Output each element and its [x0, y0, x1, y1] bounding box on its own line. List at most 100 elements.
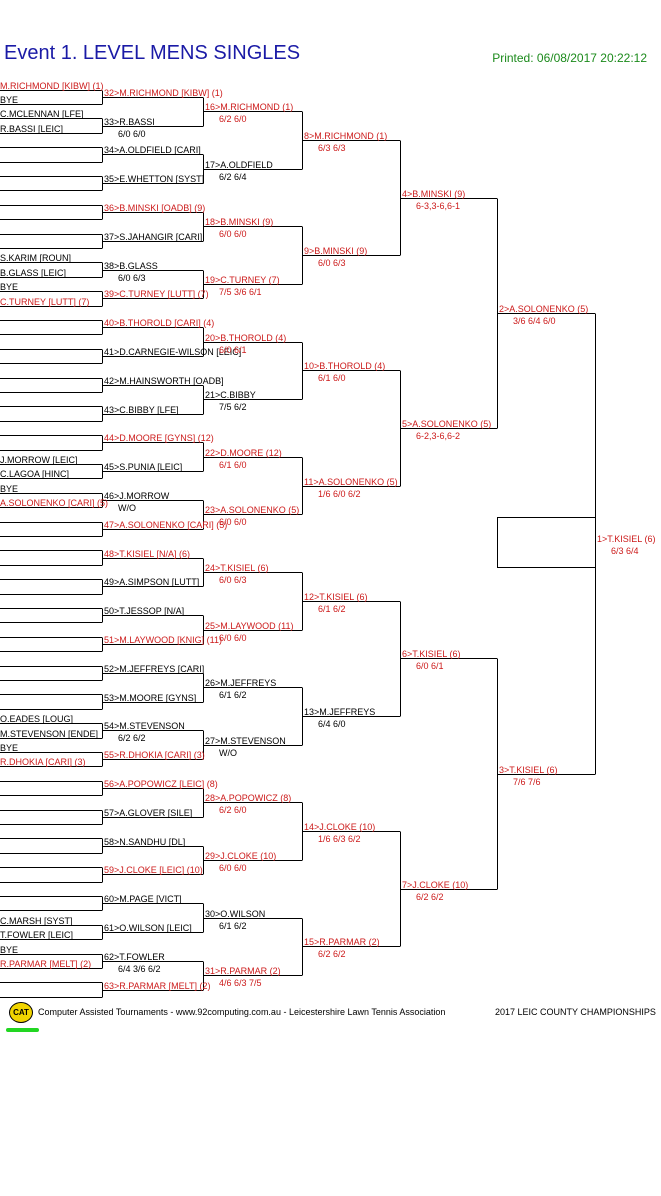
match-winner: 30>O.WILSON [205, 908, 266, 919]
match-score: 6/0 6/0 [219, 228, 247, 239]
match-score: 7/6 7/6 [513, 776, 541, 787]
match-winner: 62>T.FOWLER [104, 951, 165, 962]
match-score: 6/0 6/3 [318, 257, 346, 268]
match-score: 6/3 6/3 [318, 142, 346, 153]
footer-credit: Computer Assisted Tournaments - www.92co… [38, 1007, 446, 1017]
draw-entry: R.BASSI [LEIC] [0, 123, 64, 134]
match-winner: 43>C.BIBBY [LFE] [104, 404, 179, 415]
draw-entry: M.RICHMOND [KIBW] (1) [0, 80, 104, 91]
match-winner: 25>M.LAYWOOD (11) [205, 620, 294, 631]
match-score: 6/1 6/0 [318, 372, 346, 383]
match-winner: 49>A.SIMPSON [LUTT] [104, 576, 200, 587]
draw-entry: M.STEVENSON [ENDE] [0, 728, 99, 739]
match-winner: 14>J.CLOKE (10) [304, 821, 376, 832]
match-winner: 45>S.PUNIA [LEIC] [104, 461, 183, 472]
match-winner: 42>M.HAINSWORTH [OADB] [104, 375, 224, 386]
match-score: 6/0 6/0 [219, 516, 247, 527]
match-winner: 34>A.OLDFIELD [CARI] [104, 144, 201, 155]
match-score: 6/2 6/4 [219, 171, 247, 182]
match-winner: 29>J.CLOKE (10) [205, 850, 277, 861]
match-score: 6-2,3-6,6-2 [416, 430, 461, 441]
draw-entry: S.KARIM [ROUN] [0, 252, 72, 263]
match-winner: 22>D.MOORE (12) [205, 447, 282, 458]
match-winner: 44>D.MOORE [GYNS] (12) [104, 432, 214, 443]
match-score: 6-3,3-6,6-1 [416, 200, 461, 211]
page-footer: CAT Computer Assisted Tournaments - www.… [0, 1000, 661, 1040]
match-score: 7/5 6/2 [219, 401, 247, 412]
match-score: 6/4 3/6 6/2 [118, 963, 161, 974]
draw-entry: A.SOLONENKO [CARI] (5) [0, 497, 109, 508]
match-winner: 56>A.POPOWICZ [LEIC] (8) [104, 778, 218, 789]
match-winner: 23>A.SOLONENKO (5) [205, 504, 300, 515]
match-winner: 2>A.SOLONENKO (5) [499, 303, 589, 314]
match-score: 6/0 6/1 [219, 344, 247, 355]
draw-entry: O.EADES [LOUG] [0, 713, 74, 724]
match-winner: 33>R.BASSI [104, 116, 155, 127]
draw-entry: C.TURNEY [LUTT] (7) [0, 296, 90, 307]
match-score: W/O [118, 502, 136, 513]
match-winner: 57>A.GLOVER [SILE] [104, 807, 193, 818]
draw-entry: R.DHOKIA [CARI] (3) [0, 756, 86, 767]
match-winner: 20>B.THOROLD (4) [205, 332, 287, 343]
match-winner: 48>T.KISIEL [N/A] (6) [104, 548, 190, 559]
logo-underline [6, 1028, 39, 1032]
match-winner: 26>M.JEFFREYS [205, 677, 277, 688]
match-winner: 40>B.THOROLD [CARI] (4) [104, 317, 215, 328]
draw-entry: BYE [0, 742, 19, 753]
match-winner: 54>M.STEVENSON [104, 720, 185, 731]
match-score: 6/2 6/2 [318, 948, 346, 959]
match-score: 6/1 6/2 [219, 689, 247, 700]
match-winner: 58>N.SANDHU [DL] [104, 836, 186, 847]
match-score: 6/0 6/0 [219, 632, 247, 643]
match-winner: 18>B.MINSKI (9) [205, 216, 274, 227]
match-score: 6/0 6/3 [118, 272, 146, 283]
match-score: 6/1 6/2 [219, 920, 247, 931]
match-winner: 11>A.SOLONENKO (5) [304, 476, 398, 487]
match-winner: 1>T.KISIEL (6) [597, 533, 656, 544]
match-winner: 41>D.CARNEGIE-WILSON [LEIC] [104, 346, 242, 357]
match-winner: 37>S.JAHANGIR [CARI] [104, 231, 203, 242]
draw-entry: C.MARSH [SYST] [0, 915, 73, 926]
match-score: 1/6 6/0 6/2 [318, 488, 361, 499]
cat-logo-icon[interactable]: CAT [9, 1002, 33, 1023]
match-score: 6/1 6/2 [318, 603, 346, 614]
match-winner: 21>C.BIBBY [205, 389, 256, 400]
match-winner: 39>C.TURNEY [LUTT] (7) [104, 288, 209, 299]
draw-entry: R.PARMAR [MELT] (2) [0, 958, 92, 969]
match-score: 6/2 6/2 [118, 732, 146, 743]
match-winner: 47>A.SOLONENKO [CARI] (5) [104, 519, 228, 530]
match-winner: 53>M.MOORE [GYNS] [104, 692, 197, 703]
printed-timestamp: Printed: 06/08/2017 20:22:12 [492, 51, 647, 65]
match-winner: 19>C.TURNEY (7) [205, 274, 280, 285]
match-winner: 28>A.POPOWICZ (8) [205, 792, 292, 803]
match-winner: 13>M.JEFFREYS [304, 706, 376, 717]
match-winner: 16>M.RICHMOND (1) [205, 101, 294, 112]
match-score: 6/2 6/0 [219, 804, 247, 815]
match-winner: 50>T.JESSOP [N/A] [104, 605, 185, 616]
match-winner: 10>B.THOROLD (4) [304, 360, 386, 371]
match-winner: 63>R.PARMAR [MELT] (2) [104, 980, 211, 991]
match-score: 6/4 6/0 [318, 718, 346, 729]
footer-event-name: 2017 LEIC COUNTY CHAMPIONSHIPS [495, 1007, 656, 1017]
match-winner: 60>M.PAGE [VICT] [104, 893, 182, 904]
match-winner: 36>B.MINSKI [OADB] (9) [104, 202, 206, 213]
match-winner: 61>O.WILSON [LEIC] [104, 922, 192, 933]
draw-entry: C.MCLENNAN [LFE] [0, 108, 84, 119]
match-winner: 5>A.SOLONENKO (5) [402, 418, 492, 429]
draw-entry: T.FOWLER [LEIC] [0, 929, 74, 940]
page-title: Event 1. LEVEL MENS SINGLES [4, 42, 301, 64]
match-score: 6/0 6/1 [416, 660, 444, 671]
match-winner: 59>J.CLOKE [LEIC] (10) [104, 864, 203, 875]
match-winner: 17>A.OLDFIELD [205, 159, 273, 170]
match-winner: 31>R.PARMAR (2) [205, 965, 281, 976]
match-winner: 52>M.JEFFREYS [CARI] [104, 663, 205, 674]
draw-entry: BYE [0, 483, 19, 494]
draw-entry: C.LAGOA [HINC] [0, 468, 70, 479]
match-score: 6/3 6/4 [611, 545, 639, 556]
match-winner: 55>R.DHOKIA [CARI] (3) [104, 749, 205, 760]
match-winner: 35>E.WHETTON [SYST] [104, 173, 205, 184]
match-score: 4/6 6/3 7/5 [219, 977, 262, 988]
draw-entry: BYE [0, 94, 19, 105]
